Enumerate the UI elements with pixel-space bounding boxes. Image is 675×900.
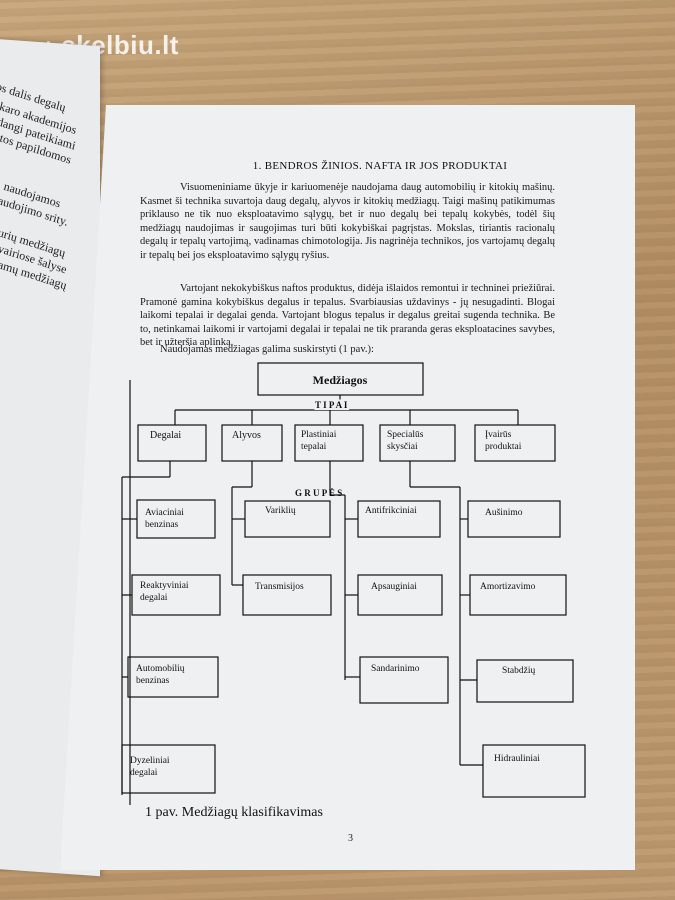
grupes-label: G R U P Ė S [295, 488, 342, 498]
paragraph: Visuomeniniame ūkyje ir kariuomenėje nau… [140, 182, 555, 261]
page-number: 3 [348, 833, 353, 844]
group-box [359, 656, 449, 704]
tipai-label: T I P A I [315, 400, 348, 410]
group-label: Amortizavimo [480, 582, 536, 592]
paragraph: Vartojant nekokybiškus naftos produktus,… [140, 283, 555, 349]
type-box [379, 424, 456, 462]
group-label: Apsauginiai [371, 582, 417, 592]
group-label: Hidrauliniai [494, 754, 540, 764]
classification-diagram: Medžiagos T I P A I Degalai Alyvos Plast… [121, 362, 586, 805]
type-label: Degalai [150, 430, 181, 441]
group-box [467, 500, 561, 538]
group-box [476, 659, 574, 703]
type-box [137, 424, 207, 462]
type-box [294, 424, 364, 462]
group-box [121, 744, 216, 794]
type-label: Alyvos [232, 430, 261, 441]
type-box [474, 424, 556, 462]
paragraph: Naudojamas medžiagas galima suskirstyti … [160, 344, 374, 355]
group-box [482, 744, 586, 798]
figure-caption: 1 pav. Medžiagų klasifikavimas [145, 805, 323, 820]
book-page: 1. BENDROS ŽINIOS. NAFTA IR JOS PRODUKTA… [60, 105, 635, 870]
group-label: Aušinimo [485, 508, 523, 518]
group-label: Sandarinimo [371, 664, 420, 674]
group-box [357, 574, 443, 616]
group-box [469, 574, 567, 616]
group-label: Antifrikciniai [365, 505, 417, 516]
root-label: Medžiagos [313, 373, 368, 387]
group-box [242, 574, 332, 616]
section-heading: 1. BENDROS ŽINIOS. NAFTA IR JOS PRODUKTA… [252, 160, 508, 172]
group-label: Transmisijos [255, 582, 304, 592]
group-label: Variklių [265, 506, 296, 516]
group-label: Stabdžių [502, 666, 535, 676]
